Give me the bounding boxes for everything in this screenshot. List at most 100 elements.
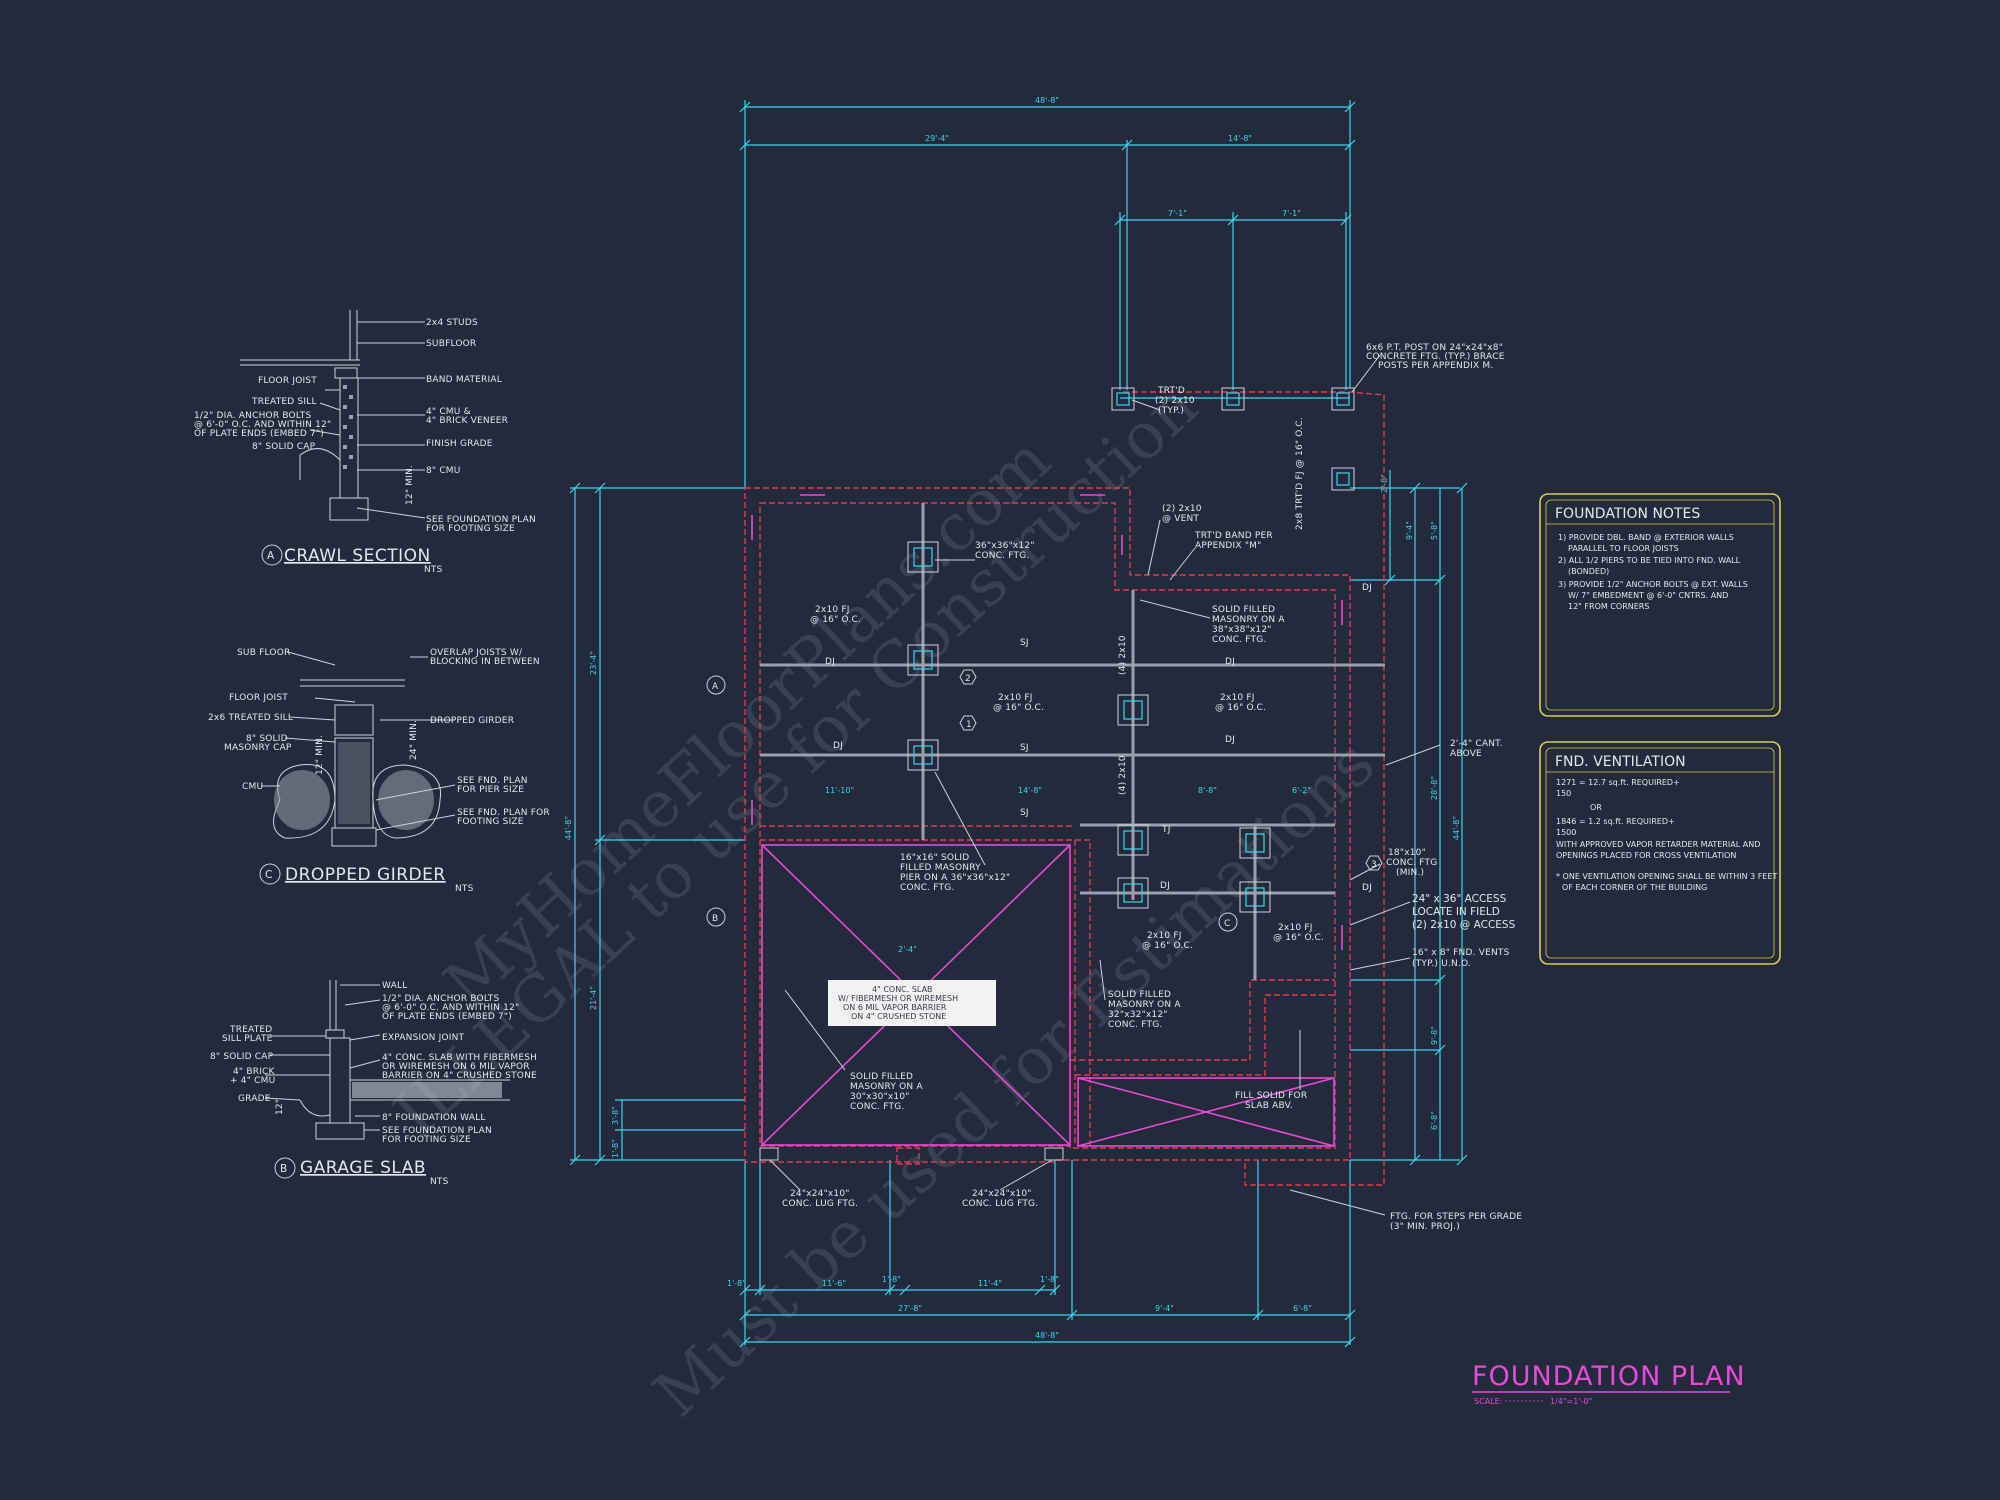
access-3: (2) 2x10 @ ACCESS bbox=[1412, 919, 1516, 931]
dim-4-2x10-2: (4) 2x10 bbox=[1118, 755, 1128, 795]
ventilation-line-1: 1271 = 12.7 sq.ft. REQUIRED+ bbox=[1556, 778, 1680, 787]
notes-line-3: 2) ALL 1/2 PIERS TO BE TIED INTO FND. WA… bbox=[1558, 556, 1741, 565]
dim-8-8: 8'-8" bbox=[1198, 786, 1217, 795]
slab-note-box bbox=[828, 980, 996, 1026]
dj-1: DJ bbox=[825, 657, 835, 667]
lug-2-2: CONC. LUG FTG. bbox=[962, 1199, 1038, 1209]
crawl-right-2: SUBFLOOR bbox=[426, 339, 476, 349]
crawl-right-6: FINISH GRADE bbox=[426, 439, 493, 449]
girder-right-3: DROPPED GIRDER bbox=[430, 716, 514, 726]
solid-filled-2-2: MASONRY ON A bbox=[850, 1082, 923, 1092]
sj-2: SJ bbox=[1020, 743, 1029, 753]
callout-1: 1 bbox=[966, 720, 972, 730]
dim-bottom-4: 11'-4" bbox=[978, 1279, 1002, 1288]
dim-bottom-6: 27'-8" bbox=[898, 1304, 922, 1313]
slab-left-5: + 4" CMU bbox=[230, 1076, 275, 1086]
cant-1: 2'-4" CANT. bbox=[1450, 739, 1503, 749]
slab-note-1: 4" CONC. SLAB bbox=[872, 985, 933, 994]
crawl-left-1: FLOOR JOIST bbox=[258, 376, 317, 386]
girder-right-5: FOR PIER SIZE bbox=[457, 785, 524, 795]
girder-letter: C bbox=[265, 869, 272, 881]
girder-left-3: 2x6 TREATED SILL bbox=[208, 713, 293, 723]
slab-right-2: 1/2" DIA. ANCHOR BOLTS bbox=[382, 994, 500, 1004]
crawl-section-detail: FLOOR JOIST TREATED SILL 1/2" DIA. ANCHO… bbox=[194, 310, 536, 575]
leader-lines bbox=[769, 354, 1441, 1216]
crawl-section-marker bbox=[261, 544, 283, 566]
pier-16-1: 16"x16" SOLID bbox=[900, 853, 969, 863]
girder-left-4: 8" SOLID bbox=[246, 734, 288, 744]
slab-note-3: ON 6 MIL VAPOR BARRIER bbox=[843, 1003, 947, 1012]
girder-left-2: FLOOR JOIST bbox=[229, 693, 288, 703]
dim-top-overall: 48'-8" bbox=[1035, 96, 1059, 105]
fill-solid-2: SLAB ABV. bbox=[1245, 1101, 1293, 1111]
section-marker-c: C bbox=[1224, 919, 1230, 929]
fj-a-1: 2x10 FJ bbox=[815, 605, 850, 615]
post-note-2: CONCRETE FTG. (TYP.) BRACE bbox=[1366, 352, 1505, 362]
callout-3: 3 bbox=[1371, 860, 1377, 870]
dim-right-6: 6'-8" bbox=[1430, 1111, 1439, 1130]
slab-title: GARAGE SLAB bbox=[300, 1158, 426, 1178]
dim-top-bay-1: 7'-1" bbox=[1168, 209, 1187, 218]
fj-e-2: @ 16" O.C. bbox=[1273, 933, 1324, 943]
girder-left-1: SUB FLOOR bbox=[237, 648, 290, 658]
slab-note-2: W/ FIBERMESH OR WIREMESH bbox=[838, 994, 958, 1003]
dim-bottom-overall: 48'-8" bbox=[1035, 1331, 1059, 1340]
trtd-3: (TYP.) bbox=[1158, 406, 1184, 416]
notes-line-4: (BONDED) bbox=[1568, 567, 1609, 576]
slab-left-4: 4" BRICK bbox=[233, 1067, 275, 1077]
foundation-walls bbox=[744, 487, 1351, 1163]
dim-top-right: 14'-8" bbox=[1228, 134, 1252, 143]
dim-6-2: 6'-2" bbox=[1292, 786, 1311, 795]
dim-bottom-5: 1'-8" bbox=[1040, 1275, 1059, 1284]
dim-left-4: 1'-8" bbox=[611, 1139, 620, 1158]
slab-letter: B bbox=[280, 1163, 287, 1175]
crawl-left-2: TREATED SILL bbox=[251, 397, 317, 407]
bottom-dimensions bbox=[739, 1284, 1356, 1348]
dim-bottom-7: 9'-4" bbox=[1155, 1304, 1174, 1313]
fj-a-2: @ 16" O.C. bbox=[810, 615, 861, 625]
solid-filled-2-3: 30"x30"x10" bbox=[850, 1092, 910, 1102]
trtd-band-1: TRT'D BAND PER bbox=[1194, 531, 1273, 541]
slab-right-3: @ 6'-0" O.C. AND WITHIN 12" bbox=[382, 1003, 519, 1013]
ventilation-line-3: OR bbox=[1590, 803, 1602, 812]
trtd-2: (2) 2x10 bbox=[1155, 396, 1195, 406]
ventilation-line-9: OF EACH CORNER OF THE BUILDING bbox=[1562, 883, 1707, 892]
dim-top-bay-2: 7'-1" bbox=[1282, 209, 1301, 218]
access-1: 24" x 36" ACCESS bbox=[1412, 893, 1507, 905]
right-dimensions bbox=[1384, 470, 1468, 1166]
dim-14-8: 14'-8" bbox=[1018, 786, 1042, 795]
post-note-1: 6x6 P.T. POST ON 24"x24"x8" bbox=[1366, 343, 1503, 353]
slab-right-8: BARRIER ON 4" CRUSHED STONE bbox=[382, 1071, 537, 1081]
girder-right-1: OVERLAP JOISTS W/ bbox=[430, 648, 523, 658]
crawl-left-5: OF PLATE ENDS (EMBED 7") bbox=[194, 429, 324, 439]
left-dimensions bbox=[569, 482, 623, 1166]
dropped-girder-detail: SUB FLOOR FLOOR JOIST 2x6 TREATED SILL 8… bbox=[208, 648, 550, 894]
access-2: LOCATE IN FIELD bbox=[1412, 906, 1500, 918]
dim-left-1: 23'-4" bbox=[589, 651, 598, 675]
fj-b-1: 2x10 FJ bbox=[998, 693, 1033, 703]
ventilation-line-8: * ONE VENTILATION OPENING SHALL BE WITHI… bbox=[1556, 872, 1778, 881]
notes-line-7: 12" FROM CORNERS bbox=[1568, 602, 1649, 611]
cant-2: ABOVE bbox=[1450, 749, 1482, 759]
slab-right-4: OF PLATE ENDS (EMBED 7") bbox=[382, 1012, 512, 1022]
pier-16-2: FILLED MASONRY bbox=[900, 863, 981, 873]
dim-2-4: 2'-4" bbox=[898, 945, 917, 954]
ventilation-line-5: 1500 bbox=[1556, 828, 1576, 837]
crawl-left-6: 8" SOLID CAP bbox=[252, 442, 316, 452]
solid-filled-3-3: 32"x32"x12" bbox=[1108, 1010, 1168, 1020]
callout-markers bbox=[706, 669, 1383, 932]
girder-title: DROPPED GIRDER bbox=[285, 865, 446, 885]
dim-top-left: 29'-4" bbox=[925, 134, 949, 143]
dim-right-1: 2'-8" bbox=[1380, 474, 1389, 493]
trtd-band-vertical: 2x8 TRT'D FJ @ 16" O.C. bbox=[1295, 417, 1305, 530]
solid-filled-1-4: CONC. FTG. bbox=[1212, 635, 1266, 645]
crawl-nts: NTS bbox=[424, 565, 443, 575]
conc-ftg-36-2: CONC. FTG. bbox=[975, 551, 1029, 561]
girder-right-6: SEE FND. PLAN FOR bbox=[457, 808, 550, 818]
top-dimensions bbox=[739, 101, 1356, 226]
fj-d-1: 2x10 FJ bbox=[1147, 931, 1182, 941]
crawl-left-4: @ 6'-0" O.C. AND WITHIN 12" bbox=[194, 420, 331, 430]
slab-note-4: ON 4" CRUSHED STONE bbox=[851, 1012, 946, 1021]
girder-left-6: CMU bbox=[242, 782, 263, 792]
